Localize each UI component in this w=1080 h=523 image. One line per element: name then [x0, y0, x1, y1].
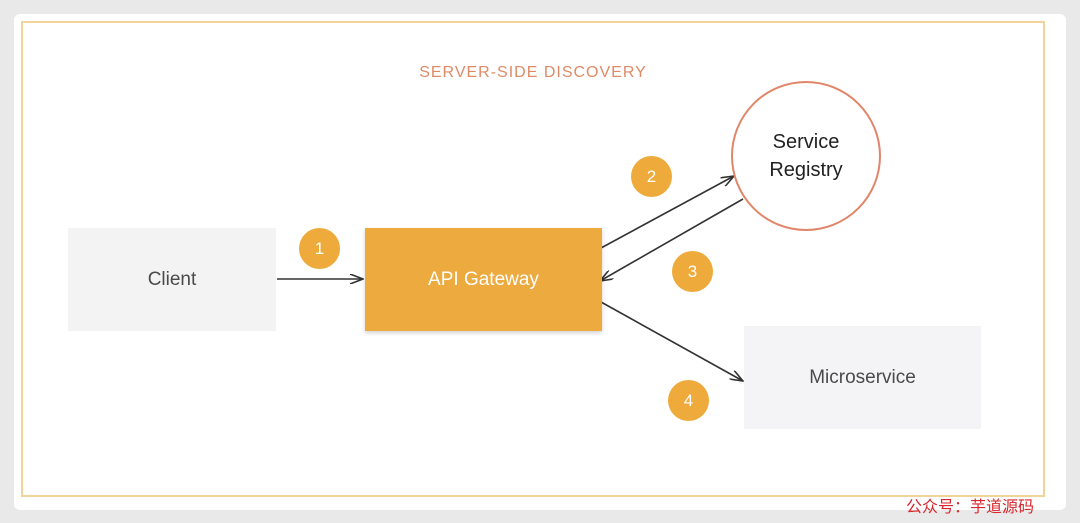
api-gateway-label: API Gateway [428, 268, 539, 290]
service-registry-node: Service Registry [731, 81, 881, 231]
step-badge-3: 3 [672, 251, 713, 292]
watermark-text: 公众号：芋道源码 [906, 499, 1035, 516]
step-badge-4: 4 [668, 380, 709, 421]
client-node: Client [68, 228, 276, 331]
api-gateway-node: API Gateway [365, 228, 602, 331]
microservice-label: Microservice [809, 366, 916, 388]
step-badge-1: 1 [299, 228, 340, 269]
service-registry-label-line2: Registry [769, 159, 843, 181]
diagram-title: SERVER-SIDE DISCOVERY [419, 64, 647, 81]
microservice-node: Microservice [744, 326, 981, 429]
service-registry-label-line1: Service [772, 131, 840, 153]
diagram-frame [21, 21, 1045, 497]
step-badge-2: 2 [631, 156, 672, 197]
client-label: Client [147, 268, 197, 290]
